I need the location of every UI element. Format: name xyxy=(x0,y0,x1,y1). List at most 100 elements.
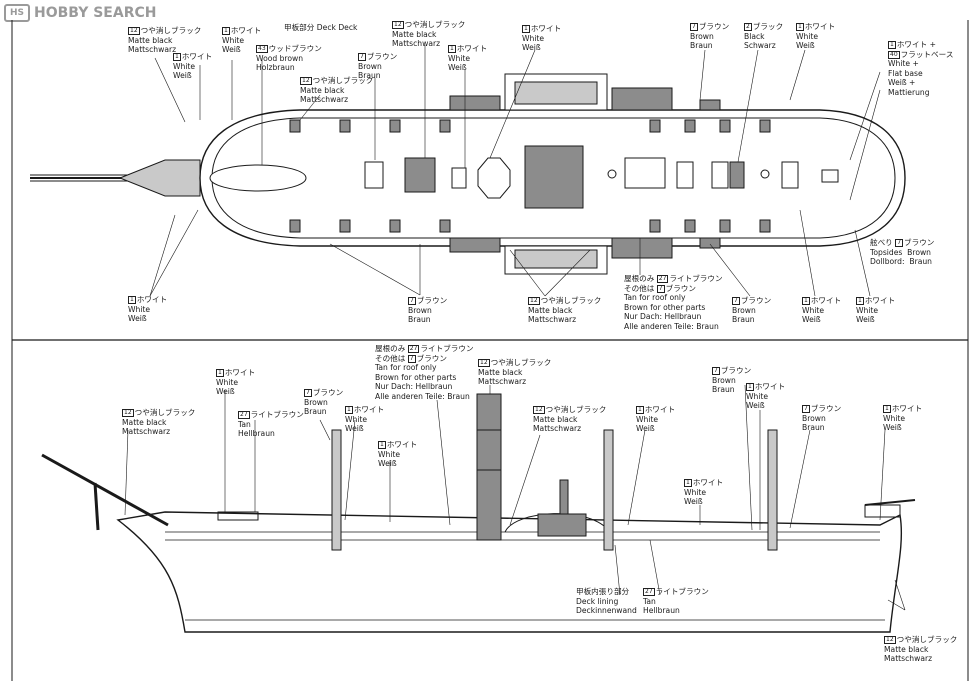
deck-heading-jp: 甲板部分 xyxy=(284,23,315,32)
label-text: Matte black xyxy=(392,29,437,39)
label-text: ホワイト xyxy=(891,404,923,413)
paint-code-badge: 7 xyxy=(407,354,416,363)
paint-code-badge: 1 xyxy=(888,41,896,49)
label-text: Schwarz xyxy=(744,41,776,51)
paint-code-badge: 7 xyxy=(408,297,416,305)
paint-code-badge: 7 xyxy=(656,284,665,293)
label-text: Mattschwarz xyxy=(122,427,171,437)
label-text: Mattschwarz xyxy=(300,95,349,105)
label-text: フラットベース xyxy=(900,49,954,59)
label-text: Brown xyxy=(304,397,328,407)
label-text: White xyxy=(684,487,707,497)
label-text: Weiß xyxy=(684,497,703,507)
label-text: Matte black xyxy=(884,644,929,654)
paint-code-badge: 27 xyxy=(656,275,669,283)
label-text: 屋根のみ xyxy=(624,274,655,283)
label-text: White + xyxy=(888,59,919,69)
paint-code-badge: 12 xyxy=(884,636,896,644)
label-text: つや消しブラック xyxy=(134,408,196,417)
label-text: ホワイト xyxy=(136,295,168,304)
paint-code-badge: 7 xyxy=(732,297,740,305)
label-text: ブラウン xyxy=(810,404,842,413)
label-text: Weiß xyxy=(173,71,192,81)
label-text: Weiß xyxy=(636,424,655,434)
label-text: Tan for roof only xyxy=(624,293,686,303)
label-text: Braun xyxy=(909,257,932,267)
label-text: Brown xyxy=(690,31,714,41)
label-text: ライトブラウン xyxy=(655,587,709,596)
label-text: ホワイト xyxy=(230,26,262,35)
label-text: ライトブラウン xyxy=(250,410,304,419)
label-text: Matte black xyxy=(533,414,578,424)
label-text: ライトブラウン xyxy=(420,344,474,353)
profile-view xyxy=(41,384,916,633)
label-text: Topsides xyxy=(870,247,903,257)
paint-code-badge: 1 xyxy=(378,441,386,449)
label-text: Braun xyxy=(408,315,431,325)
label-text: つや消しブラック xyxy=(312,76,374,85)
label-text: ホワイト xyxy=(804,22,836,31)
label-text: Hellbraun xyxy=(238,429,275,439)
paint-code-badge: 1 xyxy=(216,369,224,377)
label-text: Matte black xyxy=(528,305,573,315)
paint-code-badge: 12 xyxy=(300,77,312,85)
label-text: ホワイト xyxy=(644,405,676,414)
label-text: Mattschwarz xyxy=(533,424,582,434)
paint-code-badge: 7 xyxy=(358,53,366,61)
label-text: ホワイト + xyxy=(896,40,936,49)
label-text: Nur Dach: Hellbraun xyxy=(375,382,453,392)
label-text: ホワイト xyxy=(810,296,842,305)
label-text: Weiß xyxy=(448,63,467,73)
label-text: Braun xyxy=(690,41,713,51)
watermark-badge: HS xyxy=(4,4,30,22)
deck-hatches xyxy=(364,145,839,209)
profile-leader-lines xyxy=(124,384,906,611)
paint-code-badge: 7 xyxy=(712,367,720,375)
paint-code-badge: 2 xyxy=(744,23,752,31)
label-text: Braun xyxy=(712,385,735,395)
label-text: ホワイト xyxy=(456,44,488,53)
paint-code-badge: 1 xyxy=(856,297,864,305)
label-text: Weiß xyxy=(222,45,241,55)
label-line: Dollbord: Braun xyxy=(870,257,934,267)
paint-code-badge: 12 xyxy=(528,297,540,305)
label-text: Nur Dach: Hellbraun xyxy=(624,312,702,322)
paint-code-badge: 43 xyxy=(256,45,268,53)
label-text: Weiß + xyxy=(888,78,916,88)
label-text: Wood brown xyxy=(256,53,304,63)
label-text: Weiß xyxy=(796,41,815,51)
label-text: Brown for other parts xyxy=(624,302,706,312)
paint-code-badge: 12 xyxy=(478,359,490,367)
label-text: ブラウン xyxy=(366,52,398,61)
label-text: White xyxy=(636,414,659,424)
